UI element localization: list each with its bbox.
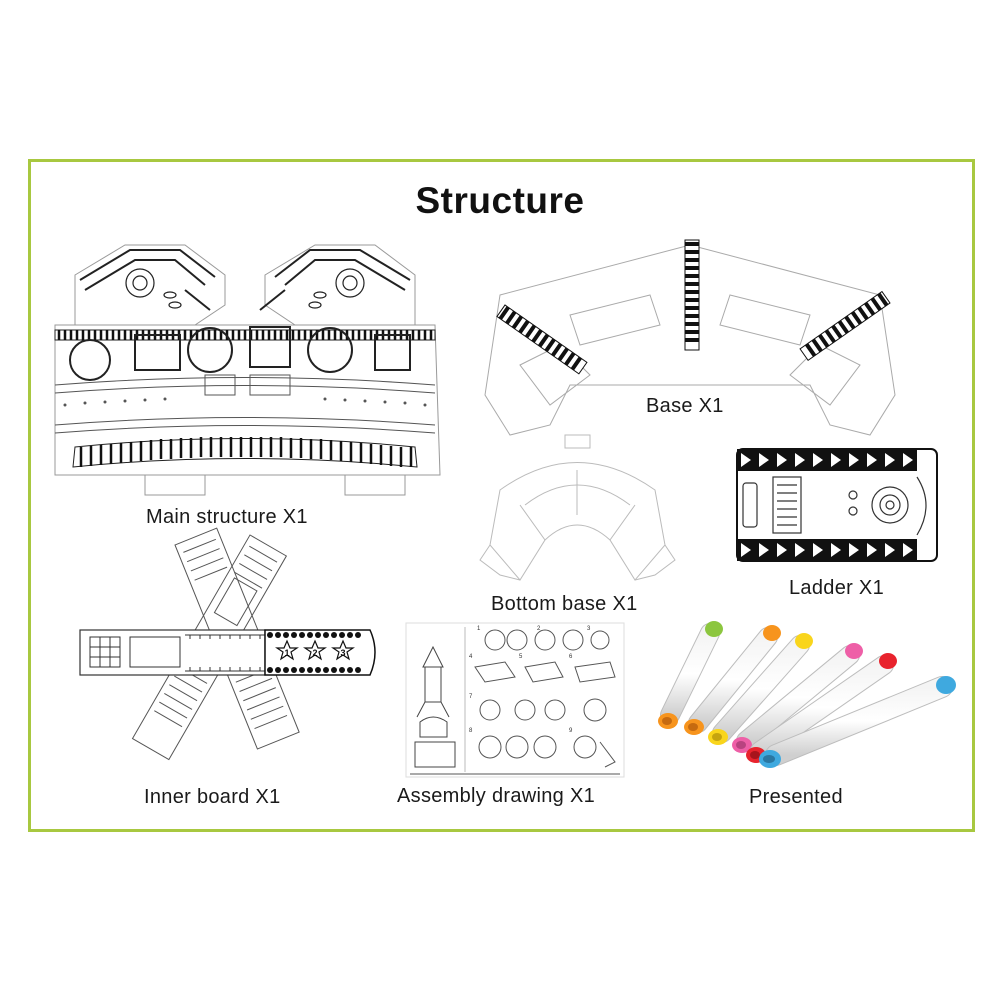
marker-pink <box>732 643 863 753</box>
label-inner-board: Inner board X1 <box>144 786 281 808</box>
assembly-step-5: 5 <box>519 654 523 660</box>
assembly-step-7: 7 <box>469 694 473 700</box>
assembly-step-2: 2 <box>537 626 541 632</box>
bottom-base-cutout <box>479 434 676 581</box>
page-title: Structure <box>415 180 585 221</box>
ladder-cutout <box>736 448 938 562</box>
star-number-2: 2 <box>312 648 317 658</box>
marker-red <box>746 653 897 763</box>
assembly-step-8: 8 <box>469 728 473 734</box>
assembly-step-6: 6 <box>569 654 573 660</box>
structure-frame <box>28 159 975 832</box>
marker-green <box>658 621 723 729</box>
marker-orange <box>684 625 781 735</box>
assembly-step-3: 3 <box>587 626 591 632</box>
assembly-drawing-sheet: 1 2 3 4 5 6 7 8 9 <box>405 622 625 778</box>
color-markers <box>658 621 956 768</box>
star-number-3: 3 <box>340 648 345 658</box>
label-assembly-drawing: Assembly drawing X1 <box>397 785 596 807</box>
assembly-step-1: 1 <box>477 626 481 632</box>
assembly-step-4: 4 <box>469 654 473 660</box>
label-main-structure: Main structure X1 <box>146 506 308 528</box>
label-bottom-base: Bottom base X1 <box>491 593 638 615</box>
marker-yellow <box>708 633 813 745</box>
inner-board-cutout: 1 2 3 <box>79 527 376 761</box>
star-number-1: 1 <box>284 648 289 658</box>
base-cutout <box>484 239 896 436</box>
label-ladder: Ladder X1 <box>789 577 884 599</box>
label-presented: Presented <box>749 786 843 808</box>
label-base: Base X1 <box>646 395 724 417</box>
assembly-step-9: 9 <box>569 728 573 734</box>
marker-blue <box>759 676 956 768</box>
main-structure-cutout <box>54 244 441 496</box>
